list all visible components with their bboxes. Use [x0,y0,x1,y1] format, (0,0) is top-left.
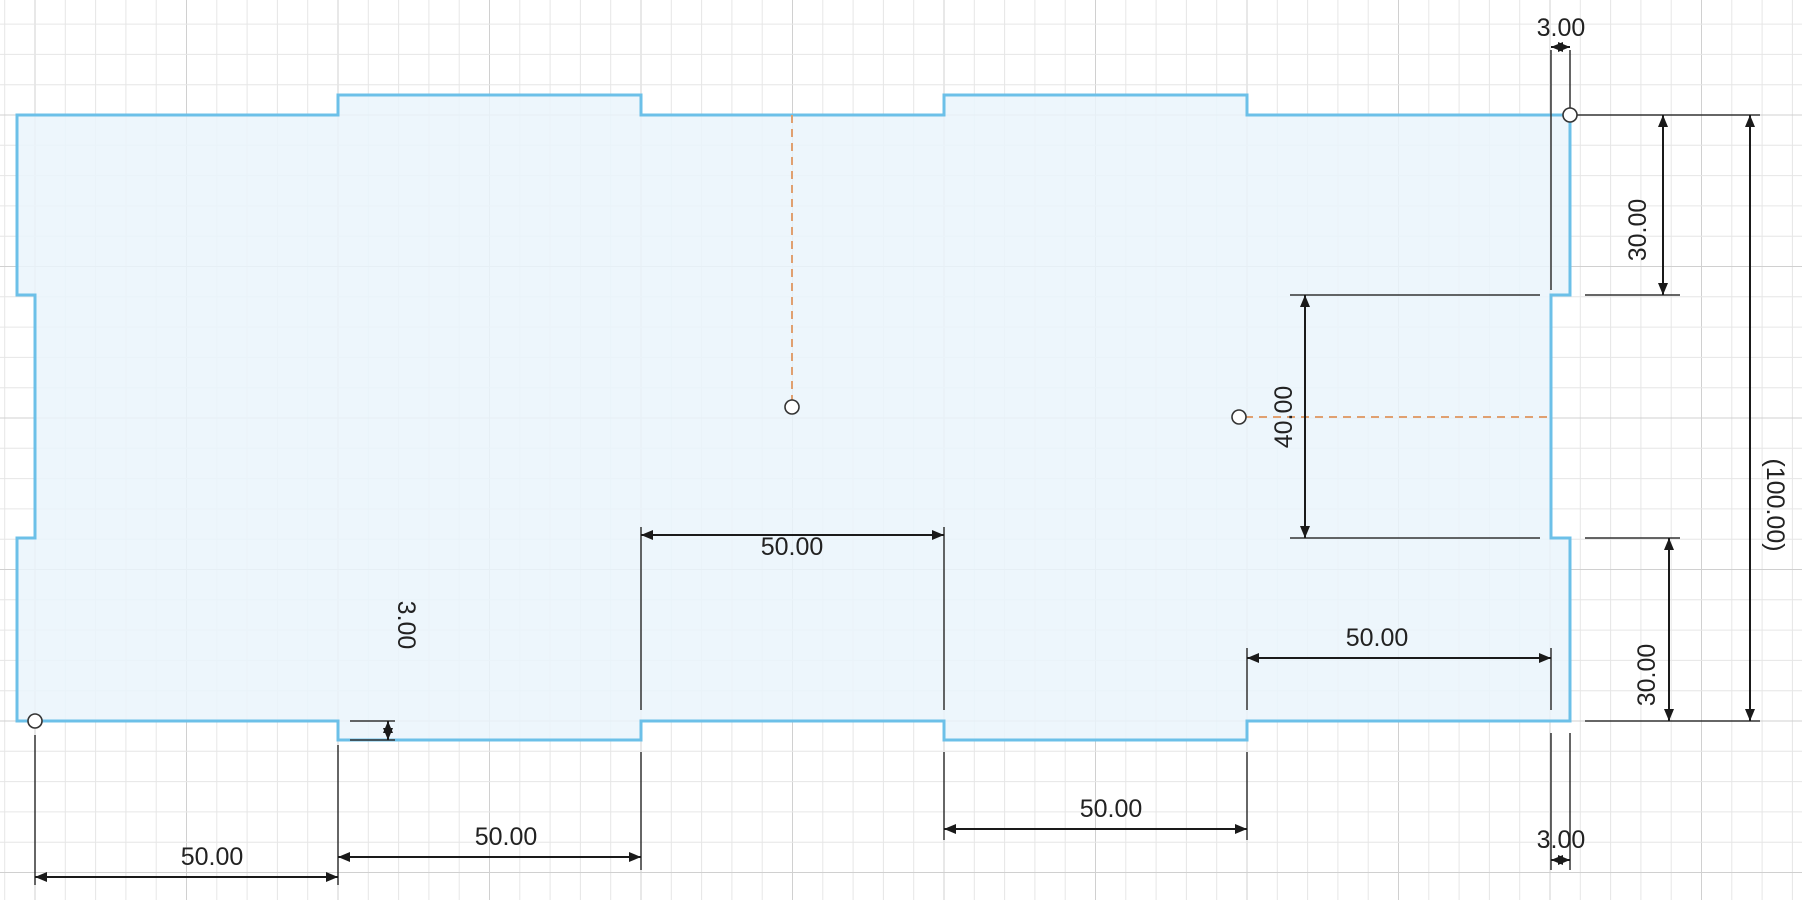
dim-bottom-tab-depth-left[interactable]: 3.00 [392,601,420,650]
dim-right-span-upper[interactable]: 50.00 [1346,624,1409,652]
sketch-point-bottom-left[interactable] [27,713,43,729]
dim-bottom-span-2[interactable]: 50.00 [475,823,538,851]
dim-bottom-tab-depth-right[interactable]: 3.00 [1537,826,1586,854]
dim-middle-span[interactable]: 50.00 [761,533,824,561]
dim-bottom-span-1[interactable]: 50.00 [181,843,244,871]
dim-right-slot-length[interactable]: 40.00 [1270,386,1298,449]
dim-bottom-span-4[interactable]: 50.00 [1080,795,1143,823]
dim-right-upper-edge[interactable]: 30.00 [1624,199,1652,262]
sketch-profile[interactable] [15,93,1572,742]
dim-right-lower-edge[interactable]: 30.00 [1633,644,1661,707]
dim-top-tab-depth[interactable]: 3.00 [1537,14,1586,42]
sketch-point-center[interactable] [784,399,800,415]
sketch-point-slot-center[interactable] [1231,409,1247,425]
dimension-lines [35,42,1755,882]
extension-lines [34,50,1760,885]
sketch-point-top-right[interactable] [1562,107,1578,123]
dim-overall-height-reference[interactable]: (100.00) [1761,458,1789,551]
